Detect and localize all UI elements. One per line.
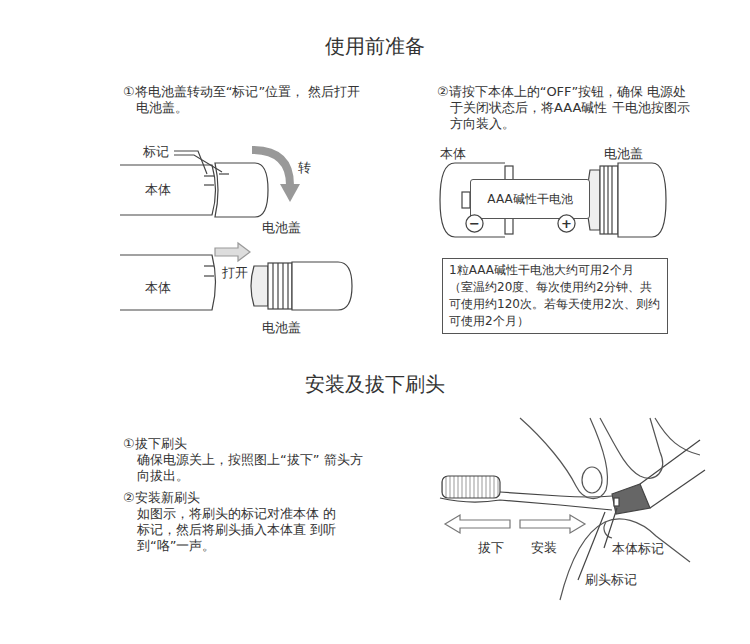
- part-label: 刷头标记: [585, 572, 637, 588]
- part-label: 标记: [143, 144, 169, 160]
- step-heading: ②安装新刷头: [123, 490, 200, 506]
- part-label: 电池盖: [604, 146, 643, 162]
- node-text: AAA碱性干电池: [487, 191, 572, 208]
- open-arrow: [215, 243, 250, 261]
- install-arrow: [520, 515, 585, 533]
- part-label: 电池盖: [262, 220, 301, 236]
- battery-cap: [587, 163, 666, 237]
- leader-mark: [174, 151, 222, 174]
- instruction-text: ②请按下本体上的“OFF”按钮，确保 电源处于关闭状态后，将AAA碱性 干电池按…: [437, 84, 696, 132]
- part-label: 本体标记: [612, 541, 664, 557]
- node-text: +: [561, 216, 572, 231]
- instruction-text: 确保电源关上，按照图上“拔下” 箭头方向拔出。: [137, 452, 369, 484]
- action-label: 打开: [222, 265, 248, 281]
- cap-open: [251, 262, 352, 310]
- note-box: 1粒AAA碱性干电池大约可用2个月 （室温约20度、每次使用约2分钟、共可使用约…: [442, 258, 668, 334]
- instruction-text: 如图示，将刷头的标记对准本体 的标记，然后将刷头插入本体直 到听到“咯”一声。: [137, 506, 347, 554]
- battery: AAA碱性干电池: [470, 179, 590, 219]
- instruction-text: ①将电池盖转动至“标记”位置， 然后打开电池盖。: [123, 84, 368, 116]
- leader-marks: [578, 508, 617, 580]
- section-title: 使用前准备: [0, 34, 750, 58]
- part-label: 本体: [145, 280, 171, 296]
- toothbrush: [440, 440, 705, 514]
- part-label: 本体: [440, 146, 466, 162]
- hand: [520, 418, 700, 600]
- polarity-symbol: +: [557, 214, 576, 233]
- node-text: 1粒AAA碱性干电池大约可用2个月 （室温约20度、每次使用约2分钟、共可使用约…: [449, 262, 661, 330]
- circle-outline: [558, 215, 575, 232]
- node-text: −: [469, 216, 480, 231]
- body-closed: [120, 163, 268, 217]
- action-label: 转: [298, 160, 311, 176]
- action-label: 安装: [531, 540, 557, 556]
- part-label: 电池盖: [262, 320, 301, 336]
- circle-outline: [466, 215, 483, 232]
- step-heading: ①拔下刷头: [123, 436, 187, 452]
- body-open: [120, 255, 216, 310]
- part-label: 本体: [145, 182, 171, 198]
- polarity-symbol: −: [465, 214, 484, 233]
- action-label: 拔下: [478, 540, 504, 556]
- rotate-arrow: [252, 150, 300, 202]
- remove-arrow: [445, 515, 510, 533]
- section-title: 安装及拔下刷头: [0, 372, 750, 396]
